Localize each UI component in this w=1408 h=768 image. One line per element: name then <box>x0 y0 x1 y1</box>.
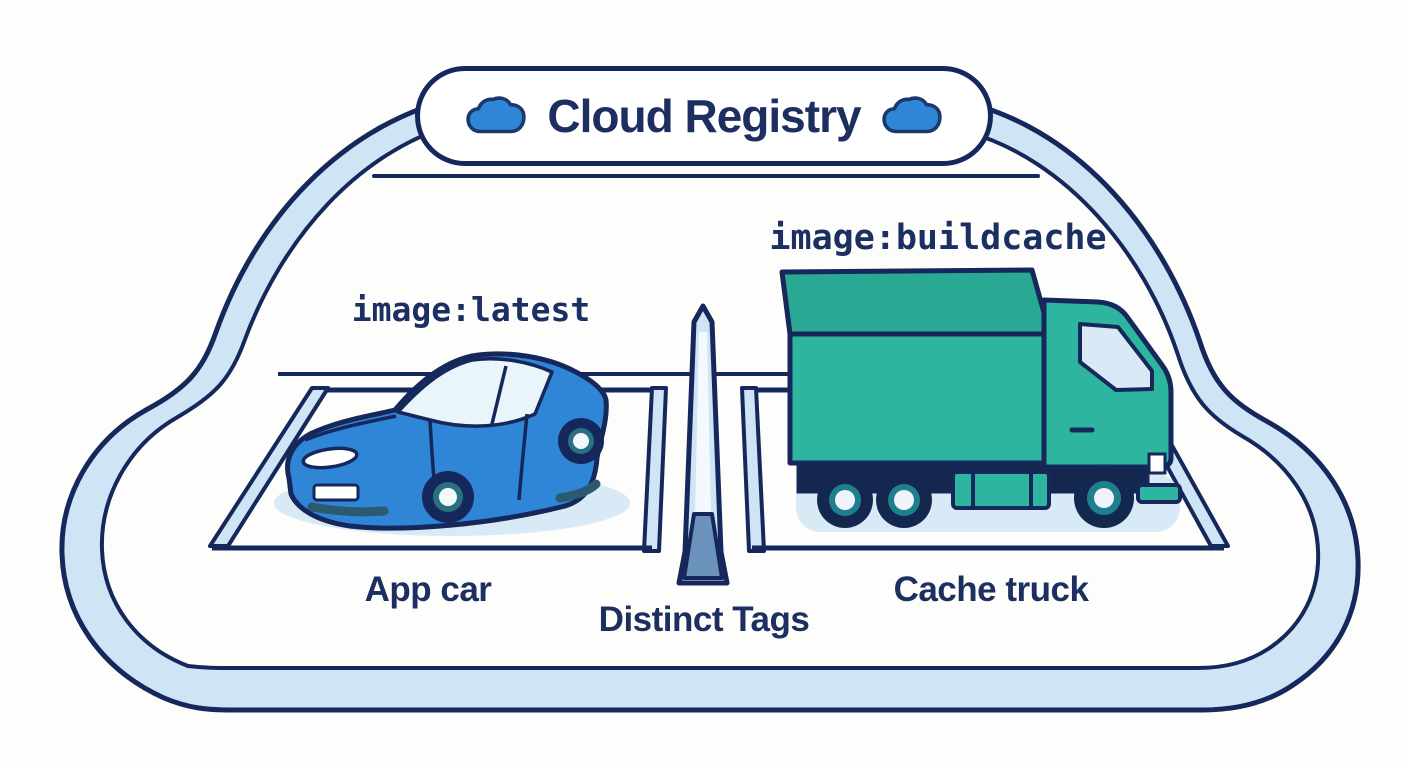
tag-image-buildcache: image:buildcache <box>769 218 1107 258</box>
cache-truck-illustration <box>779 267 1182 532</box>
truck-front-wheel <box>1074 468 1134 528</box>
caption-app-car: App car <box>364 570 492 609</box>
tag-image-latest: image:latest <box>351 290 591 329</box>
cloud-icon <box>881 96 942 134</box>
car-front-wheel <box>422 471 474 523</box>
truck-rear-wheel-2 <box>876 472 932 528</box>
parking-stall-left <box>208 386 668 553</box>
diagram-title: Cloud Registry <box>547 90 861 142</box>
divider-post <box>676 303 730 586</box>
truck-rear-wheel-1 <box>817 472 873 528</box>
caption-cache-truck: Cache truck <box>893 570 1089 609</box>
app-car-illustration <box>274 351 630 536</box>
cloud-icon <box>466 96 527 134</box>
header-pill: Cloud Registry <box>415 66 993 166</box>
header-underline <box>372 174 1040 178</box>
car-rear-wheel <box>558 418 604 464</box>
truck-windshield <box>1078 322 1154 392</box>
car-license-plate <box>312 483 360 502</box>
truck-fuel-tank <box>951 470 1051 510</box>
caption-distinct-tags: Distinct Tags <box>598 600 810 639</box>
car-headlight <box>301 446 359 470</box>
